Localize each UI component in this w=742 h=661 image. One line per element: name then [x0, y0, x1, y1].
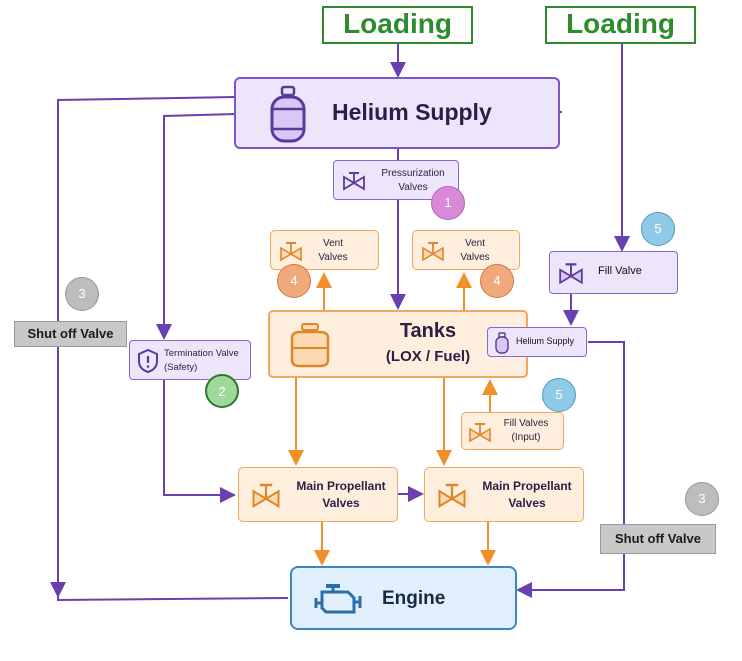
tanks-subtitle: (LOX / Fuel) [385, 348, 471, 365]
valve-icon [422, 242, 444, 262]
main-propellant-right-label: Main Propellant Valves [482, 479, 572, 510]
shield-icon [138, 348, 158, 374]
badge-1: 1 [431, 186, 465, 220]
vent-valves-left-node: Vent Valves [270, 230, 379, 270]
termination-valve-node: Termination Valve (Safety) [129, 340, 251, 380]
loading-right-label: Loading [545, 6, 696, 44]
gas-cylinder-icon [495, 332, 509, 354]
valve-icon [343, 172, 365, 191]
valve-icon [438, 483, 466, 509]
badge-4-right: 4 [480, 264, 514, 298]
edge-termination-main [163, 380, 236, 503]
tank-icon [290, 323, 330, 368]
termination-valve-label: Termination Valve (Safety) [164, 348, 239, 373]
valve-icon [280, 242, 302, 262]
valve-icon [559, 263, 583, 285]
gas-cylinder-icon [270, 85, 306, 143]
vent-valves-right-node: Vent Valves [412, 230, 520, 270]
fill-valve-node: Fill Valve [549, 251, 678, 294]
helium-supply-small-label: Helium Supply [516, 336, 575, 346]
tanks-title: Tanks [399, 320, 457, 342]
helium-supply-small-node: Helium Supply [487, 327, 587, 357]
main-propellant-left-node: Main Propellant Valves [238, 467, 398, 522]
vent-valves-right-label: Vent Valves [460, 238, 490, 263]
edge-helium-small-engine [516, 341, 625, 598]
helium-supply-title: Helium Supply [332, 99, 492, 125]
vent-valves-left-label: Vent Valves [318, 238, 348, 263]
fill-valve-label: Fill Valve [598, 265, 642, 277]
engine-icon [314, 584, 362, 614]
fill-valves-input-label: Fill Valves (Input) [503, 418, 549, 443]
engine-node: Engine [290, 566, 517, 630]
main-propellant-right-node: Main Propellant Valves [424, 467, 584, 522]
helium-supply-node: Helium Supply [234, 77, 560, 149]
badge-2: 2 [205, 374, 239, 408]
fill-valves-input-node: Fill Valves (Input) [461, 412, 564, 450]
valve-icon [252, 483, 280, 509]
badge-4-left: 4 [277, 264, 311, 298]
pressurization-valves-label: Pressurization Valves [381, 168, 445, 193]
tanks-node: Tanks (LOX / Fuel) [268, 310, 528, 378]
shut-off-valve-right-label: Shut off Valve [600, 524, 716, 554]
main-propellant-left-label: Main Propellant Valves [296, 479, 386, 510]
engine-label: Engine [382, 588, 446, 609]
edge-helium-engine-bypass [57, 96, 289, 602]
badge-5-top: 5 [641, 212, 675, 246]
shut-off-valve-left-label: Shut off Valve [14, 321, 127, 347]
badge-3-right: 3 [685, 482, 719, 516]
edge-helium-termination [156, 113, 237, 340]
loading-left-label: Loading [322, 6, 473, 44]
badge-3-left: 3 [65, 277, 99, 311]
badge-5-bottom: 5 [542, 378, 576, 412]
valve-icon [469, 423, 491, 443]
